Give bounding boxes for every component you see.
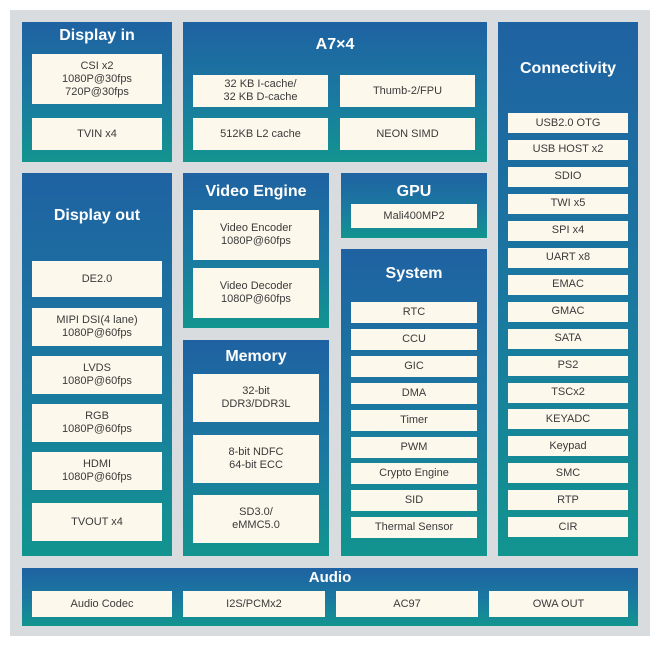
- audio-title: Audio: [308, 569, 352, 586]
- connectivity-item-11: KEYADC: [508, 409, 628, 430]
- system-item-6: Crypto Engine: [351, 463, 477, 485]
- connectivity-item-12: Keypad: [508, 436, 628, 457]
- audio-owa-out: OWA OUT: [489, 591, 628, 617]
- cpu-cache: 32 KB I-cache/ 32 KB D-cache: [193, 75, 328, 107]
- soc-block-diagram: Display in CSI x2 1080P@30fps 720P@30fps…: [10, 10, 650, 636]
- memory-block: Memory 32-bit DDR3/DDR3L 8-bit NDFC 64-b…: [183, 340, 329, 556]
- display-out-title: Display out: [53, 207, 141, 224]
- display-out-de: DE2.0: [32, 261, 162, 297]
- connectivity-item-14: RTP: [508, 490, 628, 511]
- display-out-rgb: RGB 1080P@60fps: [32, 404, 162, 442]
- cpu-neon: NEON SIMD: [340, 118, 475, 150]
- connectivity-item-1: USB HOST x2: [508, 139, 628, 160]
- cpu-title: A7×4: [315, 36, 355, 53]
- connectivity-item-9: PS2: [508, 355, 628, 376]
- display-in-csi: CSI x2 1080P@30fps 720P@30fps: [32, 54, 162, 104]
- system-item-0: RTC: [351, 302, 477, 323]
- audio-ac97: AC97: [336, 591, 478, 617]
- video-engine-title: Video Engine: [205, 183, 307, 200]
- audio-codec: Audio Codec: [32, 591, 172, 617]
- video-encoder: Video Encoder 1080P@60fps: [193, 210, 319, 260]
- connectivity-item-0: USB2.0 OTG: [508, 113, 628, 133]
- display-out-hdmi: HDMI 1080P@60fps: [32, 452, 162, 490]
- cpu-block: A7×4 32 KB I-cache/ 32 KB D-cache Thumb-…: [183, 22, 487, 162]
- connectivity-item-8: SATA: [508, 328, 628, 349]
- cpu-thumb-fpu: Thumb-2/FPU: [340, 75, 475, 107]
- connectivity-block: Connectivity USB2.0 OTG USB HOST x2 SDIO TW…: [498, 22, 638, 556]
- system-item-2: GIC: [351, 355, 477, 377]
- connectivity-item-5: UART x8: [508, 247, 628, 268]
- system-item-8: Thermal Sensor: [351, 517, 477, 539]
- memory-title: Memory: [225, 348, 287, 365]
- gpu-block: GPU Mali400MP2: [341, 173, 487, 238]
- connectivity-item-15: CIR: [508, 517, 628, 538]
- audio-i2s-pcm: I2S/PCMx2: [183, 591, 325, 617]
- memory-ddr: 32-bit DDR3/DDR3L: [193, 374, 319, 422]
- connectivity-item-10: TSCx2: [508, 382, 628, 403]
- display-out-tvout: TVOUT x4: [32, 503, 162, 541]
- gpu-mali: Mali400MP2: [351, 204, 477, 228]
- connectivity-item-4: SPI x4: [508, 220, 628, 241]
- display-out-lvds: LVDS 1080P@60fps: [32, 356, 162, 394]
- connectivity-item-7: GMAC: [508, 301, 628, 322]
- memory-sd-emmc: SD3.0/ eMMC5.0: [193, 495, 319, 543]
- connectivity-title: Connectivity: [519, 60, 616, 77]
- system-title: System: [385, 265, 443, 282]
- system-item-1: CCU: [351, 328, 477, 350]
- cpu-l2-cache: 512KB L2 cache: [193, 118, 328, 150]
- system-item-5: PWM: [351, 436, 477, 458]
- video-engine-block: Video Engine Video Encoder 1080P@60fps V…: [183, 173, 329, 328]
- system-item-3: DMA: [351, 382, 477, 404]
- display-in-title: Display in: [59, 27, 135, 44]
- memory-ndfc: 8-bit NDFC 64-bit ECC: [193, 435, 319, 483]
- gpu-title: GPU: [396, 183, 432, 200]
- video-decoder: Video Decoder 1080P@60fps: [193, 268, 319, 318]
- display-in-tvin: TVIN x4: [32, 118, 162, 150]
- connectivity-item-6: EMAC: [508, 274, 628, 295]
- display-out-mipi-dsi: MIPI DSI(4 lane) 1080P@60fps: [32, 308, 162, 346]
- audio-block: Audio Audio Codec I2S/PCMx2 AC97 OWA OUT: [22, 568, 638, 626]
- display-out-block: Display out DE2.0 MIPI DSI(4 lane) 1080P…: [22, 173, 172, 556]
- connectivity-item-2: SDIO: [508, 166, 628, 187]
- display-in-block: Display in CSI x2 1080P@30fps 720P@30fps…: [22, 22, 172, 162]
- system-item-7: SID: [351, 490, 477, 512]
- system-item-4: Timer: [351, 409, 477, 431]
- connectivity-item-13: SMC: [508, 463, 628, 484]
- connectivity-item-3: TWI x5: [508, 193, 628, 214]
